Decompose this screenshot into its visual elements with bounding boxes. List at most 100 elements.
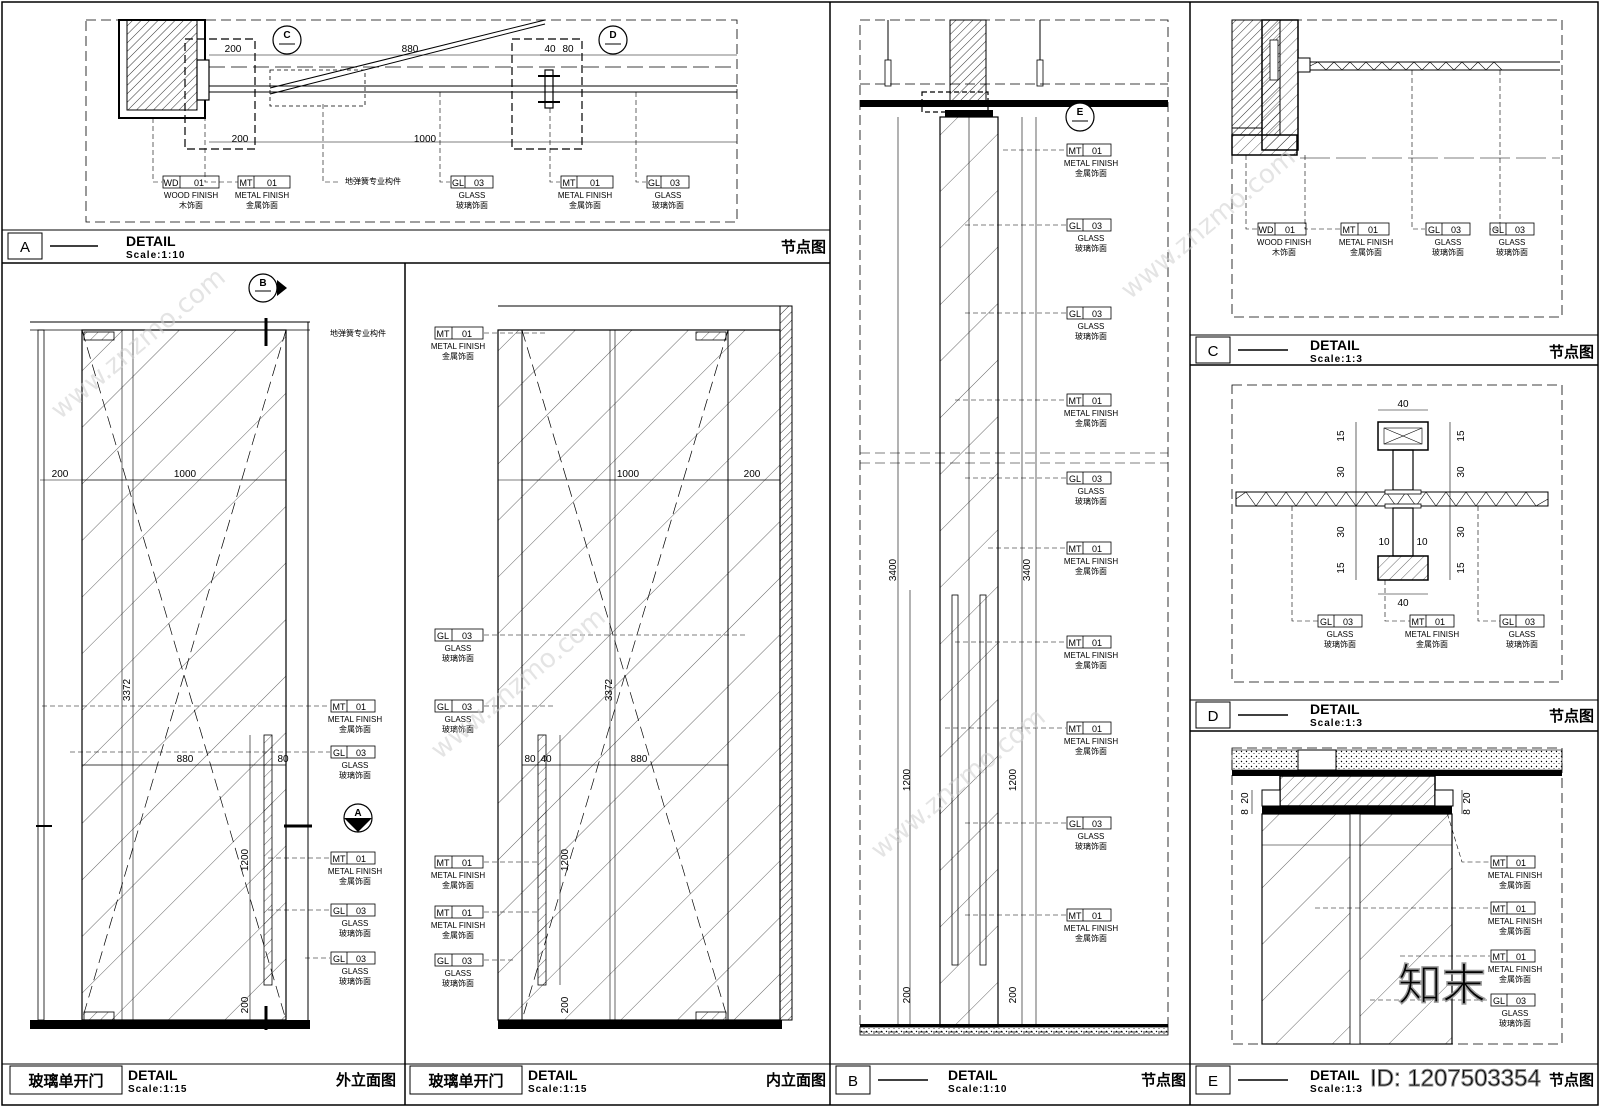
svg-text:金属饰面: 金属饰面: [1499, 974, 1531, 984]
svg-text:金属饰面: 金属饰面: [1075, 660, 1107, 670]
svg-text:03: 03: [1343, 617, 1353, 627]
svg-text:GL: GL: [1069, 309, 1081, 319]
tag-gl-d2: GL 03 GLASS 玻璃饰面: [1499, 614, 1545, 649]
dim-b-3400-left: 3400: [888, 558, 899, 581]
svg-text:GL: GL: [1502, 617, 1514, 627]
dim-inner-80: 80: [524, 754, 536, 765]
svg-text:玻璃饰面: 玻璃饰面: [339, 770, 371, 780]
dim-inner-1200: 1200: [560, 848, 571, 871]
section-mark-b: B: [259, 278, 266, 289]
svg-text:玻璃饰面: 玻璃饰面: [1075, 496, 1107, 506]
tag-gl-b1: GL 03 GLASS 玻璃饰面: [1066, 218, 1112, 253]
svg-text:玻璃饰面: 玻璃饰面: [1075, 243, 1107, 253]
svg-text:01: 01: [462, 908, 472, 918]
dim-d-15-r1: 15: [1456, 430, 1467, 442]
svg-text:METAL FINISH: METAL FINISH: [431, 871, 485, 880]
svg-text:METAL FINISH: METAL FINISH: [558, 191, 612, 200]
svg-text:WD: WD: [1259, 225, 1274, 235]
svg-text:01: 01: [356, 854, 366, 864]
dim-outer-1200: 1200: [240, 848, 251, 871]
svg-text:DETAIL: DETAIL: [126, 233, 176, 249]
svg-text:玻璃饰面: 玻璃饰面: [442, 724, 474, 734]
dim-d-15-l2: 15: [1336, 562, 1347, 574]
svg-text:节点图: 节点图: [1549, 343, 1594, 361]
svg-text:03: 03: [670, 178, 680, 188]
svg-text:METAL FINISH: METAL FINISH: [431, 921, 485, 930]
svg-text:GL: GL: [1493, 996, 1505, 1006]
svg-text:01: 01: [462, 858, 472, 868]
svg-text:01: 01: [1516, 904, 1526, 914]
svg-text:玻璃饰面: 玻璃饰面: [1432, 247, 1464, 257]
svg-text:03: 03: [462, 631, 472, 641]
svg-text:03: 03: [474, 178, 484, 188]
svg-text:金属饰面: 金属饰面: [442, 880, 474, 890]
svg-text:01: 01: [1092, 544, 1102, 554]
svg-text:玻璃单开门: 玻璃单开门: [28, 1072, 103, 1090]
svg-text:Scale:1:3: Scale:1:3: [1310, 1084, 1363, 1095]
svg-text:03: 03: [1516, 996, 1526, 1006]
section-mark-c: C: [283, 30, 290, 41]
svg-text:01: 01: [267, 178, 277, 188]
panel-a-detail: 200 880 40 80 200 1000 C D WD 01 WOOD FI…: [2, 19, 830, 261]
svg-text:03: 03: [462, 956, 472, 966]
dim-d-30-l1: 30: [1336, 466, 1347, 478]
section-mark-e: E: [1077, 107, 1084, 118]
svg-text:MT: MT: [1069, 146, 1082, 156]
tag-gl-inner3: GL 03 GLASS 玻璃饰面: [434, 953, 484, 988]
svg-text:01: 01: [1368, 225, 1378, 235]
tag-gl-d1: GL 03 GLASS 玻璃饰面: [1317, 614, 1363, 649]
dim-880: 880: [402, 44, 419, 55]
tag-mt-e2: MT 01 METAL FINISH 金属饰面: [1488, 901, 1542, 936]
tag-gl-a1: GL 03 GLASS 玻璃饰面: [450, 175, 494, 210]
svg-text:DETAIL: DETAIL: [1310, 701, 1360, 717]
tag-mt-e1: MT 01 METAL FINISH 金属饰面: [1488, 855, 1542, 890]
dim-b-200-right: 200: [1008, 986, 1019, 1003]
tag-gl-b4: GL 03 GLASS 玻璃饰面: [1066, 816, 1112, 851]
svg-text:DETAIL: DETAIL: [1310, 1067, 1360, 1083]
tag-mt-inner3: MT 01 METAL FINISH 金属饰面: [431, 905, 485, 940]
svg-text:GL: GL: [333, 748, 345, 758]
svg-text:03: 03: [1525, 617, 1535, 627]
svg-text:玻璃单开门: 玻璃单开门: [428, 1072, 503, 1090]
dim-d-40-top: 40: [1397, 399, 1409, 410]
dim-b-200-left: 200: [902, 986, 913, 1003]
dim-d-30-r2: 30: [1456, 526, 1467, 538]
svg-text:GLASS: GLASS: [1078, 487, 1105, 496]
svg-text:01: 01: [194, 178, 204, 188]
svg-text:DETAIL: DETAIL: [1310, 337, 1360, 353]
svg-text:MT: MT: [1493, 952, 1506, 962]
svg-text:MT: MT: [437, 329, 450, 339]
dim-d-10-left: 10: [1378, 537, 1390, 548]
svg-text:GL: GL: [1428, 225, 1440, 235]
dim-e-8-right: 8: [1462, 809, 1473, 815]
svg-text:GL: GL: [437, 702, 449, 712]
svg-text:节点图: 节点图: [781, 238, 826, 256]
svg-text:Scale:1:3: Scale:1:3: [1310, 354, 1363, 365]
dim-b-1200-left: 1200: [902, 768, 913, 791]
svg-text:B: B: [848, 1073, 858, 1090]
svg-text:GLASS: GLASS: [342, 761, 369, 770]
svg-text:METAL FINISH: METAL FINISH: [235, 191, 289, 200]
dim-outer-1000: 1000: [174, 469, 197, 480]
tag-gl-c2: GL 03 GLASS 玻璃饰面: [1489, 222, 1535, 257]
svg-text:01: 01: [590, 178, 600, 188]
dim-inner-3372: 3372: [604, 678, 615, 701]
svg-text:节点图: 节点图: [1549, 707, 1594, 725]
svg-text:03: 03: [1451, 225, 1461, 235]
svg-text:玻璃饰面: 玻璃饰面: [1496, 247, 1528, 257]
svg-text:01: 01: [356, 702, 366, 712]
svg-text:MT: MT: [1069, 638, 1082, 648]
dim-200-top: 200: [225, 44, 242, 55]
svg-text:METAL FINISH: METAL FINISH: [1488, 965, 1542, 974]
tag-gl-outer2: GL 03 GLASS 玻璃饰面: [330, 903, 376, 938]
svg-text:MT: MT: [240, 178, 253, 188]
svg-text:GLASS: GLASS: [1078, 322, 1105, 331]
svg-text:MT: MT: [1069, 724, 1082, 734]
svg-text:MT: MT: [1069, 911, 1082, 921]
tag-wd-a: WD 01 WOOD FINISH 木饰面: [162, 175, 220, 210]
svg-text:MT: MT: [1412, 617, 1425, 627]
svg-text:MT: MT: [563, 178, 576, 188]
svg-text:A: A: [20, 239, 30, 256]
tag-gl-a2: GL 03 GLASS 玻璃饰面: [646, 175, 690, 210]
panel-c-detail: WD 01 WOOD FINISH 木饰面 MT 01 METAL FINISH…: [1190, 19, 1598, 365]
